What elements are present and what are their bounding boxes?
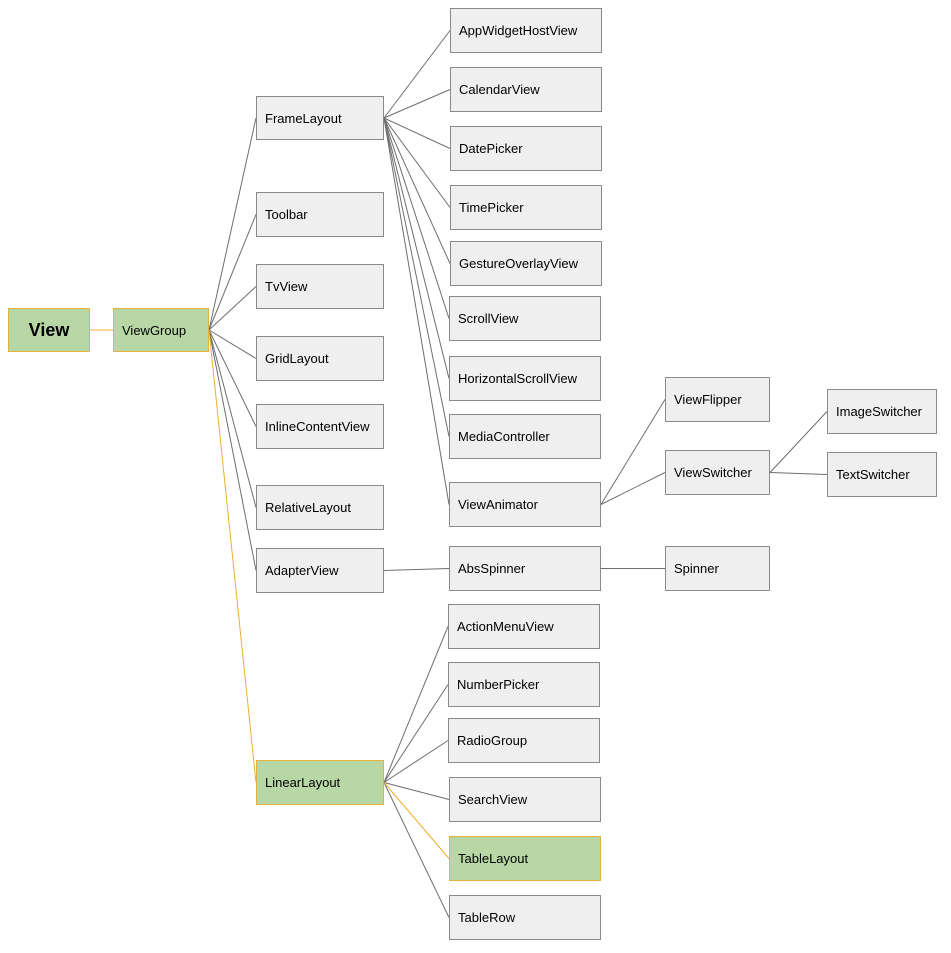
edge-linearlayout-to-searchview: [383, 782, 450, 800]
node-mediacontroller: MediaController: [449, 414, 601, 459]
edge-viewgroup-to-framelayout: [208, 117, 257, 331]
edge-framelayout-to-horizontalscrollview: [383, 117, 450, 379]
node-radiogroup: RadioGroup: [448, 718, 600, 763]
edge-viewgroup-to-adapterview: [208, 329, 257, 571]
edge-framelayout-to-viewanimator: [383, 117, 450, 505]
edge-framelayout-to-gestureoverlayview: [383, 117, 451, 264]
node-linearlayout: LinearLayout: [256, 760, 384, 805]
edge-viewgroup-to-tvview: [208, 286, 257, 331]
edge-framelayout-to-scrollview: [383, 117, 450, 319]
node-actionmenuview: ActionMenuView: [448, 604, 600, 649]
node-tvview: TvView: [256, 264, 384, 309]
node-inlinecontentview: InlineContentView: [256, 404, 384, 449]
node-viewflipper: ViewFlipper: [665, 377, 770, 422]
node-appwidgethostview: AppWidgetHostView: [450, 8, 602, 53]
edge-framelayout-to-timepicker: [383, 117, 451, 208]
edge-framelayout-to-appwidgethostview: [383, 30, 451, 119]
node-toolbar: Toolbar: [256, 192, 384, 237]
edge-framelayout-to-mediacontroller: [383, 117, 450, 437]
edge-viewgroup-to-toolbar: [208, 214, 257, 331]
edge-linearlayout-to-actionmenuview: [383, 626, 449, 783]
node-horizontalscrollview: HorizontalScrollView: [449, 356, 601, 401]
node-gestureoverlayview: GestureOverlayView: [450, 241, 602, 286]
edge-viewgroup-to-gridlayout: [208, 329, 257, 359]
node-calendarview: CalendarView: [450, 67, 602, 112]
edge-viewgroup-to-linearlayout: [208, 329, 257, 783]
node-relativelayout: RelativeLayout: [256, 485, 384, 530]
node-tablerow: TableRow: [449, 895, 601, 940]
node-adapterview: AdapterView: [256, 548, 384, 593]
node-gridlayout: GridLayout: [256, 336, 384, 381]
node-framelayout: FrameLayout: [256, 96, 384, 140]
edge-adapterview-to-absspinner: [383, 568, 450, 571]
node-view: View: [8, 308, 90, 352]
node-numberpicker: NumberPicker: [448, 662, 600, 707]
edge-viewgroup-to-inlinecontentview: [208, 329, 257, 427]
node-absspinner: AbsSpinner: [449, 546, 601, 591]
node-datepicker: DatePicker: [450, 126, 602, 171]
node-viewgroup: ViewGroup: [113, 308, 209, 352]
edge-viewswitcher-to-textswitcher: [769, 472, 828, 475]
edge-linearlayout-to-radiogroup: [383, 740, 449, 783]
edge-linearlayout-to-tablelayout: [383, 782, 450, 859]
edge-linearlayout-to-tablerow: [383, 782, 450, 918]
edge-linearlayout-to-numberpicker: [383, 684, 449, 783]
node-viewswitcher: ViewSwitcher: [665, 450, 770, 495]
node-imageswitcher: ImageSwitcher: [827, 389, 937, 434]
node-viewanimator: ViewAnimator: [449, 482, 601, 527]
edge-viewanimator-to-viewflipper: [600, 399, 666, 505]
edge-viewswitcher-to-imageswitcher: [769, 411, 828, 473]
node-tablelayout: TableLayout: [449, 836, 601, 881]
node-scrollview: ScrollView: [449, 296, 601, 341]
node-searchview: SearchView: [449, 777, 601, 822]
edge-framelayout-to-datepicker: [383, 117, 451, 149]
node-timepicker: TimePicker: [450, 185, 602, 230]
edge-viewanimator-to-viewswitcher: [600, 472, 666, 505]
node-spinner: Spinner: [665, 546, 770, 591]
edge-framelayout-to-calendarview: [383, 89, 451, 119]
node-textswitcher: TextSwitcher: [827, 452, 937, 497]
edge-viewgroup-to-relativelayout: [208, 329, 257, 508]
